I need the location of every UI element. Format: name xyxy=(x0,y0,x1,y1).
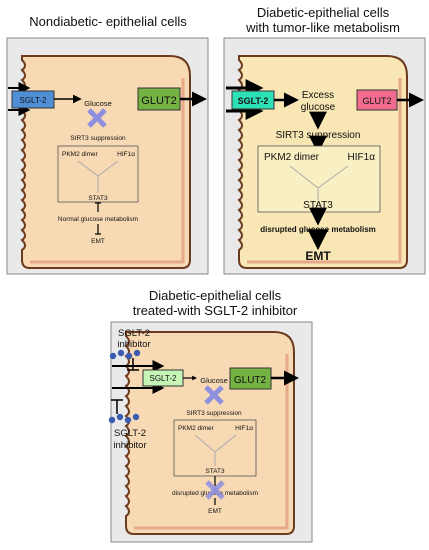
emt-label: EMT xyxy=(208,508,222,515)
inhibitor-label-line2: inhibitor xyxy=(113,440,146,451)
hif1a-label: HIF1α xyxy=(117,151,135,158)
metabolism-label: Normal glucose metabolism xyxy=(58,216,138,223)
panel-title-line2: with tumor-like metabolism xyxy=(245,20,400,35)
glucose-label: Glucose xyxy=(200,376,228,385)
glucose-label-line1: Excess xyxy=(302,90,334,101)
stat3-label: STAT3 xyxy=(88,195,108,202)
panel-treated: Diabetic-epithelial cells treated-with S… xyxy=(108,288,313,543)
hif1a-label: HIF1α xyxy=(235,425,253,432)
pkm2-label: PKM2 dimer xyxy=(62,151,99,158)
inhibitor-molecule-icon xyxy=(108,413,140,424)
stat3-label: STAT3 xyxy=(303,200,333,211)
glut2-label: GLUT2 xyxy=(362,96,391,106)
metabolism-label: disrupted glucose metabolism xyxy=(260,225,376,234)
panel-nondiabetic: Nondiabetic- epithelial cells SGLT-2 Glu… xyxy=(6,14,209,275)
cell-membrane-shade xyxy=(30,78,185,264)
stat3-label: STAT3 xyxy=(205,468,225,475)
glucose-label: Glucose xyxy=(84,99,112,108)
emt-label: EMT xyxy=(305,249,331,263)
sirt3-label: SIRT3 suppression xyxy=(186,410,242,417)
sglt2-label: SGLT-2 xyxy=(20,96,48,105)
sirt3-label: SIRT3 suppression xyxy=(276,130,361,141)
inhibitor-molecule-icon xyxy=(109,349,141,360)
panel-diabetic: Diabetic-epithelial cells with tumor-lik… xyxy=(223,5,426,275)
panel-title-line1: Diabetic-epithelial cells xyxy=(257,5,390,20)
inhibitor-label-line2: inhibitor xyxy=(117,339,150,350)
block-x-icon xyxy=(87,108,107,128)
sglt2-label: SGLT-2 xyxy=(150,374,178,383)
pkm2-label: PKM2 dimer xyxy=(178,425,215,432)
panel-title: Nondiabetic- epithelial cells xyxy=(29,14,187,29)
inhibitor-label-line1: SGLT-2 xyxy=(118,328,150,339)
glut2-label: GLUT2 xyxy=(141,95,176,107)
hif1a-label: HIF1α xyxy=(348,152,376,163)
cell-membrane-shade xyxy=(134,354,289,530)
sglt2-label: SGLT-2 xyxy=(238,96,269,106)
signaling-connector xyxy=(77,160,119,193)
inhibitor-label-line1: SGLT-2 xyxy=(114,428,146,439)
signaling-box xyxy=(173,419,257,477)
panel-title-line2: treated-with SGLT-2 inhibitor xyxy=(133,303,298,318)
emt-label: EMT xyxy=(91,238,105,245)
pkm2-label: PKM2 dimer xyxy=(264,152,320,163)
glucose-label-line2: glucose xyxy=(301,102,336,113)
signaling-connector xyxy=(194,434,237,466)
block-x-icon xyxy=(204,385,224,405)
glut2-label: GLUT2 xyxy=(234,375,267,386)
block-x-icon xyxy=(205,480,225,500)
signaling-connector xyxy=(289,165,349,200)
panel-title-line1: Diabetic-epithelial cells xyxy=(149,288,282,303)
signaling-box xyxy=(257,145,381,213)
cell-membrane-shade xyxy=(247,78,402,264)
sirt3-label: SIRT3 suppression xyxy=(70,135,126,142)
